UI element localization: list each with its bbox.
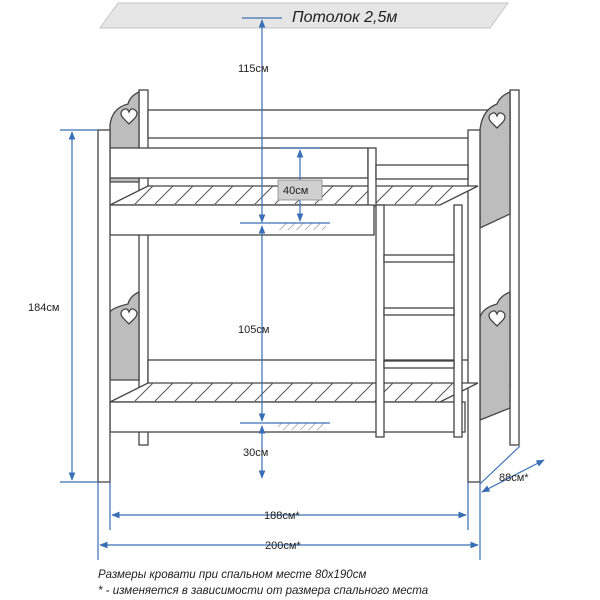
ceiling-label: Потолок 2,5м <box>292 9 397 26</box>
ceiling-slab <box>99 2 509 29</box>
ladder-rung <box>383 360 455 369</box>
dim-total-height: 184см <box>28 302 59 314</box>
top-front-board <box>109 204 375 236</box>
note-line-2: * - изменяется в зависимости от размера … <box>98 585 428 597</box>
guard-end-post <box>367 147 377 207</box>
front-right-post <box>467 129 481 483</box>
ladder <box>375 204 463 438</box>
front-left-post <box>97 129 111 483</box>
right-bottom-headboard <box>479 291 511 421</box>
heart-icon <box>120 308 138 325</box>
dim-between-beds: 105см <box>238 324 269 336</box>
heart-icon <box>488 310 506 327</box>
ladder-rung <box>383 307 455 316</box>
ladder-rung <box>383 254 455 263</box>
back-right-post <box>509 89 520 446</box>
top-front-rail-right <box>375 164 469 180</box>
left-bottom-headboard <box>109 290 140 381</box>
ceiling: Потолок 2,5м <box>99 2 509 29</box>
back-upper-rail <box>147 109 511 139</box>
note-line-1: Размеры кровати при спальном месте 80х19… <box>98 569 366 581</box>
dim-inner-length: 188см* <box>264 510 300 522</box>
dimension-lines <box>60 17 545 560</box>
ladder-left-rail <box>375 204 385 438</box>
heart-icon <box>120 108 138 125</box>
dim-floor-clearance: 30см <box>243 447 268 459</box>
top-guard-rail <box>109 147 369 179</box>
rail-height-label-box <box>277 179 323 201</box>
bed-frame <box>97 89 520 483</box>
ladder-right-rail <box>453 204 463 438</box>
dim-outer-length: 200см* <box>265 540 301 552</box>
dim-clearance-top: 115см <box>238 63 269 75</box>
dim-depth: 88см* <box>499 472 529 484</box>
heart-icon <box>488 112 506 129</box>
back-left-post <box>138 89 149 446</box>
right-top-headboard <box>479 91 511 230</box>
mattress-surface-top <box>278 223 326 230</box>
mattress-surface-bottom <box>278 423 326 430</box>
dim-rail-height: 40см <box>283 185 308 197</box>
